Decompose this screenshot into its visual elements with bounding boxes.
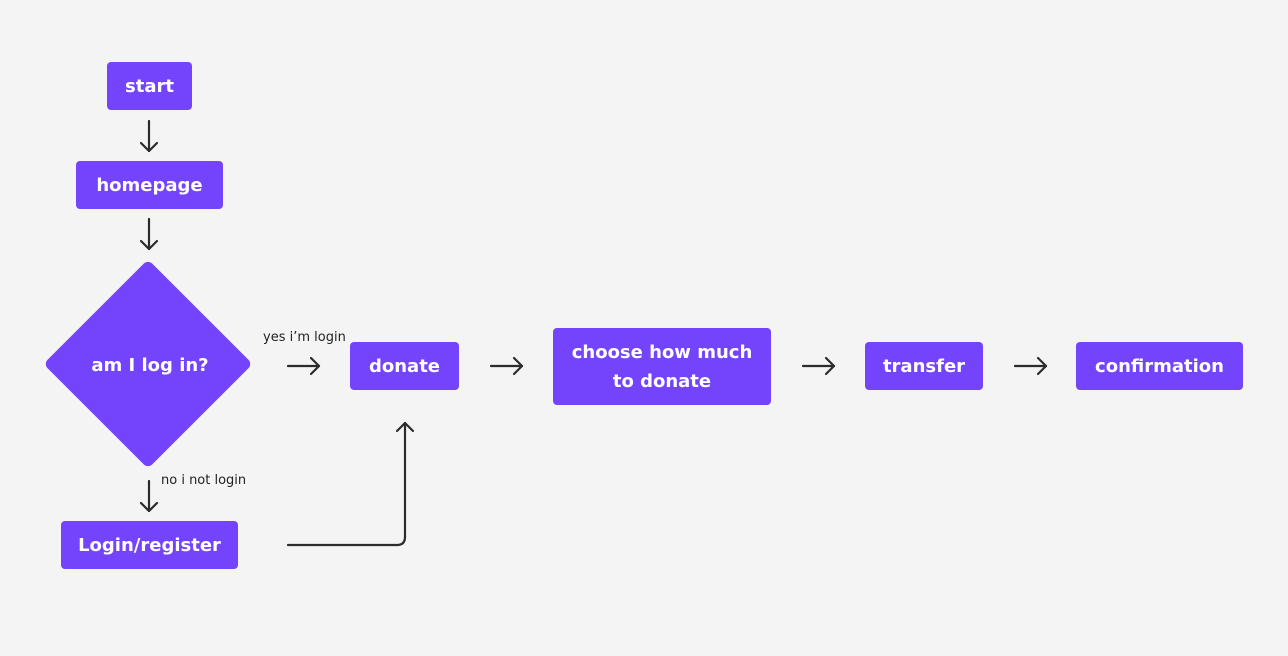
node-confirmation-label: confirmation bbox=[1095, 355, 1224, 377]
node-start-label: start bbox=[125, 75, 174, 97]
node-confirmation: confirmation bbox=[1076, 342, 1243, 390]
node-transfer-label: transfer bbox=[882, 355, 966, 377]
arrow-start-to-homepage bbox=[139, 119, 159, 153]
node-donate-label: donate bbox=[368, 355, 441, 377]
node-choose-amount-line2: to donate bbox=[612, 370, 712, 392]
arrow-decision-to-login bbox=[139, 479, 159, 513]
node-login-register-label: Login/register bbox=[78, 534, 221, 556]
node-login-register: Login/register bbox=[61, 521, 238, 569]
arrow-transfer-to-confirmation bbox=[1013, 356, 1048, 376]
node-homepage-label: homepage bbox=[96, 174, 203, 196]
edge-label-no: no i not login bbox=[161, 473, 247, 488]
node-transfer: transfer bbox=[865, 342, 983, 390]
decision-label: am I log in? bbox=[91, 354, 209, 376]
node-donate: donate bbox=[350, 342, 459, 390]
arrow-choose-to-transfer bbox=[801, 356, 836, 376]
arrow-homepage-to-decision bbox=[139, 217, 159, 251]
node-start: start bbox=[107, 62, 192, 110]
arrow-decision-to-donate bbox=[286, 356, 321, 376]
edge-label-yes: yes i’m login bbox=[263, 330, 346, 345]
node-choose-amount-line1: choose how much bbox=[571, 341, 753, 363]
arrow-login-to-donate bbox=[286, 421, 415, 547]
node-homepage: homepage bbox=[76, 161, 223, 209]
node-choose-amount: choose how much to donate bbox=[553, 328, 771, 405]
arrow-donate-to-choose bbox=[489, 356, 524, 376]
